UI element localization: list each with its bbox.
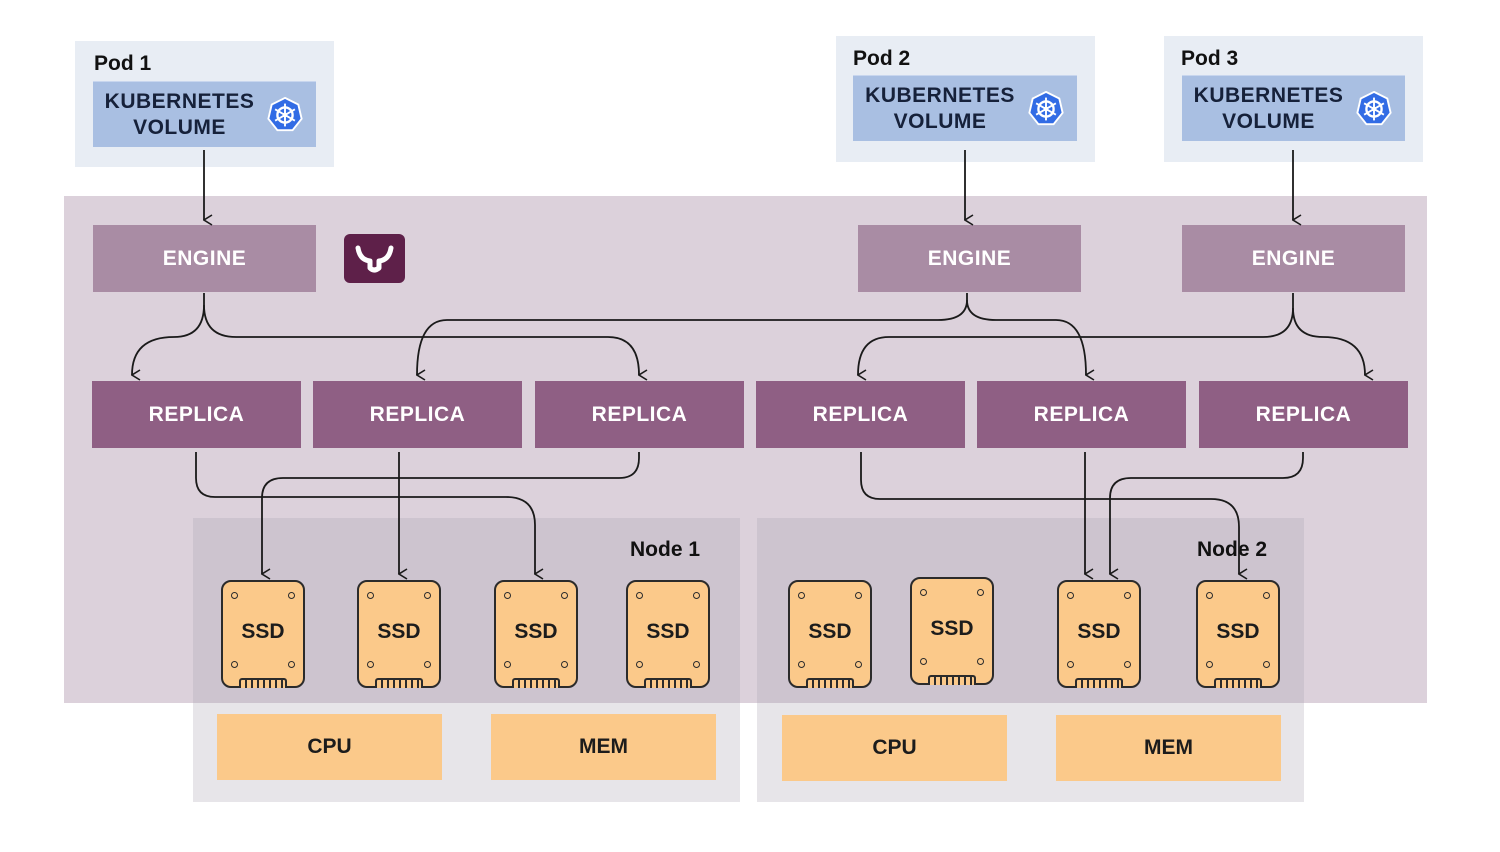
ssd-label: SSD xyxy=(514,620,558,643)
ssd-disk: SSD xyxy=(357,580,441,688)
volume-label-line1: KUBERNETES xyxy=(104,89,255,113)
ssd-disk: SSD xyxy=(1196,580,1280,688)
pod-2: Pod 2 KUBERNETES VOLUME xyxy=(836,36,1095,162)
volume-label-line2: VOLUME xyxy=(133,115,226,139)
node-1-label: Node 1 xyxy=(630,538,701,561)
volume-label-line1: KUBERNETES xyxy=(865,83,1015,107)
node-2-label: Node 2 xyxy=(1197,538,1268,561)
pod-title: Pod 3 xyxy=(1181,47,1239,70)
replica-5: REPLICA xyxy=(977,381,1186,448)
pod-title: Pod 1 xyxy=(94,52,152,75)
ssd-label: SSD xyxy=(241,620,285,643)
volume-label-line1: KUBERNETES xyxy=(1193,83,1344,107)
kubernetes-helm-icon xyxy=(267,96,303,131)
replica-3: REPLICA xyxy=(535,381,744,448)
longhorn-logo-icon xyxy=(344,234,405,283)
kubernetes-helm-icon xyxy=(1028,90,1064,125)
kubernetes-volume: KUBERNETES VOLUME xyxy=(1182,75,1405,141)
ssd-disk: SSD xyxy=(1057,580,1141,688)
volume-label-line2: VOLUME xyxy=(893,109,987,133)
ssd-disk: SSD xyxy=(494,580,578,688)
pod-1: Pod 1 KUBERNETES VOLUME xyxy=(75,41,334,167)
ssd-disk: SSD xyxy=(626,580,710,688)
ssd-label: SSD xyxy=(377,620,421,643)
node-1-cpu: CPU xyxy=(217,714,442,780)
engine-1: ENGINE xyxy=(93,225,316,292)
replica-2: REPLICA xyxy=(313,381,522,448)
node-2-mem: MEM xyxy=(1056,715,1281,781)
node-1-mem: MEM xyxy=(491,714,716,780)
kubernetes-helm-icon xyxy=(1356,90,1392,125)
replica-1: REPLICA xyxy=(92,381,301,448)
replica-4: REPLICA xyxy=(756,381,965,448)
ssd-label: SSD xyxy=(808,620,852,643)
ssd-label: SSD xyxy=(930,617,974,640)
pod-3: Pod 3 KUBERNETES VOLUME xyxy=(1164,36,1423,162)
volume-label-line2: VOLUME xyxy=(1222,109,1315,133)
ssd-disk: SSD xyxy=(221,580,305,688)
ssd-label: SSD xyxy=(1216,620,1260,643)
ssd-label: SSD xyxy=(646,620,690,643)
ssd-label: SSD xyxy=(1077,620,1121,643)
engine-2: ENGINE xyxy=(858,225,1081,292)
pod-title: Pod 2 xyxy=(853,47,911,70)
ssd-disk: SSD xyxy=(910,577,994,685)
kubernetes-volume: KUBERNETES VOLUME xyxy=(853,75,1077,141)
node-2-cpu: CPU xyxy=(782,715,1007,781)
ssd-disk: SSD xyxy=(788,580,872,688)
kubernetes-volume: KUBERNETES VOLUME xyxy=(93,81,316,147)
replica-6: REPLICA xyxy=(1199,381,1408,448)
engine-3: ENGINE xyxy=(1182,225,1405,292)
